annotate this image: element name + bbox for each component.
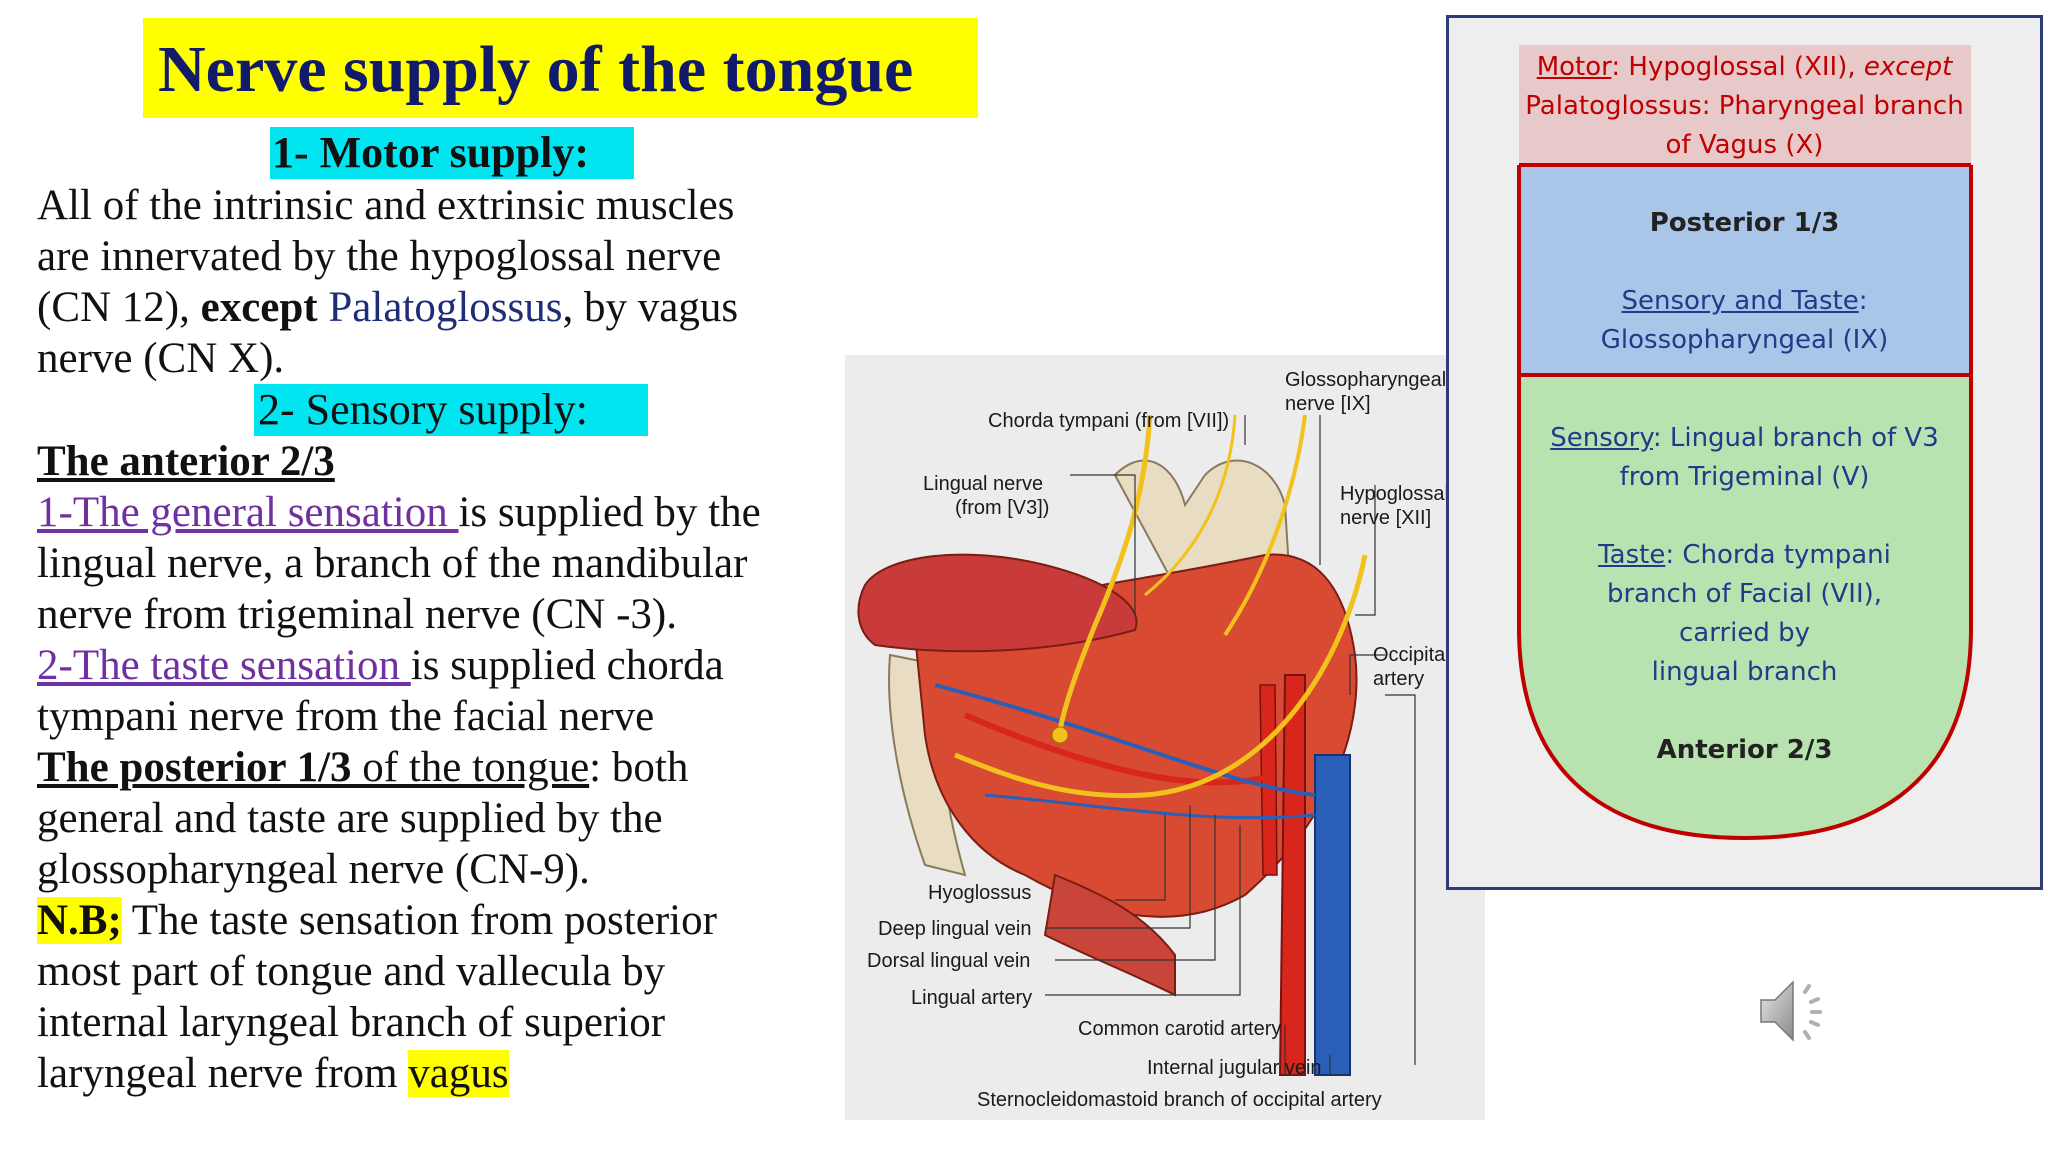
glossopharyngeal-nerve-path <box>1223 414 1307 637</box>
diagram-motor-line-3: of Vagus (X) <box>1665 130 1824 160</box>
anterior-heading: The anterior 2/3 <box>37 438 335 485</box>
diagram-motor-text: : Hypoglossal (XII), <box>1611 52 1864 82</box>
posterior-line: The posterior 1/3 of the tongue: both <box>37 742 688 793</box>
diagram-anterior-taste-line2: branch of Facial (VII), <box>1606 579 1883 609</box>
diagram-posterior-sense-value: Glossopharyngeal (IX) <box>1600 325 1889 355</box>
motor-supply-heading-box: 1- Motor supply: <box>270 127 634 179</box>
taste-line-2: tympani nerve from the facial nerve <box>37 693 655 740</box>
internal-jugular-vein-shape <box>1314 754 1351 1076</box>
diagram-anterior-sensory-line2: from Trigeminal (V) <box>1619 462 1870 492</box>
taste-sensation-rest: is supplied chorda <box>410 642 724 689</box>
diagram-anterior-title: Anterior 2/3 <box>1656 735 1833 765</box>
general-line-3: nerve from trigeminal nerve (CN -3). <box>37 591 677 638</box>
nb-label: N.B; <box>37 897 122 944</box>
label-hyoglossus: Hyoglossus <box>928 882 1032 904</box>
posterior-underline: of the tongue <box>351 744 590 791</box>
nb-line-3: internal laryngeal branch of superior <box>37 999 666 1046</box>
diagram-posterior-sense-label: Sensory and Taste <box>1621 286 1859 316</box>
diagram-anterior-taste-label: Taste <box>1598 540 1666 570</box>
motor-line-4: nerve (CN X). <box>37 335 285 382</box>
diagram-motor-except: except <box>1863 52 1953 82</box>
posterior-rest: : both <box>589 744 689 791</box>
nb-line: N.B; The taste sensation from posterior <box>37 895 717 946</box>
dorsal-lingual-vein-path <box>984 793 1316 820</box>
leader-lines <box>1045 415 1416 1075</box>
motor-region <box>1519 45 1971 179</box>
diagram-posterior-sense: Sensory and Taste: <box>1449 282 2040 321</box>
taste-sensation-line: 2-The taste sensation is supplied chorda <box>37 640 724 691</box>
tongue-outline <box>1517 165 1973 841</box>
label-glossopharyngeal: Glossopharyngeal <box>1285 369 1447 391</box>
general-sensation-link[interactable]: 1-The general sensation <box>37 489 459 536</box>
nb-last-pre: laryngeal nerve from <box>37 1050 409 1097</box>
motor-line-1: All of the intrinsic and extrinsic muscl… <box>37 182 735 229</box>
general-line-2: lingual nerve, a branch of the mandibula… <box>37 540 748 587</box>
label-occipital: Occipital <box>1373 644 1450 666</box>
nb-rest: The taste sensation from posterior <box>121 897 717 944</box>
chorda-tympani-path <box>1144 414 1237 597</box>
motor-line-3-pre: (CN 12), <box>37 284 201 331</box>
tongue-innervation-diagram: Motor: Hypoglossal (XII), except Palatog… <box>1446 15 2043 890</box>
diagram-anterior-sensory: Sensory: Lingual branch of V3 <box>1449 419 2040 458</box>
general-sensation-line: 1-The general sensation is supplied by t… <box>37 487 761 538</box>
diagram-motor-label: Motor <box>1536 52 1612 82</box>
diagram-posterior-title: Posterior 1/3 <box>1649 208 1840 238</box>
motor-line-3: (CN 12), except Palatoglossus, by vagus <box>37 282 738 333</box>
slide-title: Nerve supply of the tongue <box>158 33 914 106</box>
label-lingual-artery: Lingual artery <box>911 987 1033 1009</box>
diagram-anterior-taste-line3: carried by <box>1678 618 1811 648</box>
label-lingual-nerve-2: (from [V3]) <box>955 497 1050 519</box>
label-occipital-2: artery <box>1373 668 1425 690</box>
posterior-line-2: general and taste are supplied by the <box>37 795 663 842</box>
nb-line-2: most part of tongue and vallecula by <box>37 948 666 995</box>
motor-supply-heading: 1- Motor supply: <box>272 128 589 177</box>
speaker-icon-graphic <box>1760 980 1822 1042</box>
diagram-anterior-taste: Taste: Chorda tympani <box>1449 536 2040 575</box>
diagram-posterior-sense-colon: : <box>1858 286 1868 316</box>
label-internal-jugular: Internal jugular vein <box>1147 1057 1322 1079</box>
diagram-motor-line-1: Motor: Hypoglossal (XII), except <box>1449 48 2040 87</box>
label-hypoglossal: Hypoglossal <box>1340 483 1449 505</box>
except-word: except <box>200 284 318 331</box>
label-hypoglossal-2: nerve [XII] <box>1340 507 1432 529</box>
motor-line-3-post: , by vagus <box>562 284 739 331</box>
label-deep-lingual-vein: Deep lingual vein <box>878 918 1032 940</box>
label-dorsal-lingual-vein: Dorsal lingual vein <box>867 950 1031 972</box>
label-chorda-tympani: Chorda tympani (from [VII]) <box>988 410 1230 432</box>
posterior-line-3: glossopharyngeal nerve (CN-9). <box>37 846 590 893</box>
general-sensation-rest: is supplied by the <box>458 489 761 536</box>
hyoglossus-shape <box>1043 873 1176 997</box>
motor-line-2: are innervated by the hypoglossal nerve <box>37 233 722 280</box>
hypoglossal-nerve-path <box>954 554 1368 799</box>
slide-title-box: Nerve supply of the tongue <box>143 18 978 118</box>
speaker-icon[interactable] <box>1755 970 1835 1050</box>
label-glossopharyngeal-2: nerve [IX] <box>1285 393 1371 415</box>
tongue-dorsum-shape <box>857 553 1138 653</box>
tongue-anatomy-figure: Glossopharyngeal nerve [IX] Chorda tympa… <box>845 355 1485 1120</box>
posterior-heading: The posterior 1/3 <box>37 744 352 791</box>
palatoglossus-word: Palatoglossus <box>317 284 563 331</box>
posterior-region <box>1519 165 1971 377</box>
submandibular-ganglion-dot <box>1051 726 1069 744</box>
nb-line-4: laryngeal nerve from vagus <box>37 1048 509 1099</box>
diagram-motor-line-2: Palatoglossus: Pharyngeal branch <box>1525 91 1964 121</box>
vagus-highlight: vagus <box>408 1050 509 1097</box>
lingual-nerve-path <box>1057 414 1153 731</box>
anatomy-illustration <box>857 414 1416 1076</box>
diagram-anterior-sensory-label: Sensory <box>1550 423 1653 453</box>
label-scm-branch: Sternocleidomastoid branch of occipital … <box>977 1089 1382 1111</box>
label-lingual-nerve: Lingual nerve <box>923 473 1044 495</box>
sensory-heading-text: 2- Sensory supply: <box>258 385 588 434</box>
diagram-anterior-taste-text: : Chorda tympani <box>1665 540 1891 570</box>
label-common-carotid: Common carotid artery <box>1078 1018 1282 1040</box>
taste-sensation-link[interactable]: 2-The taste sensation <box>37 642 411 689</box>
tongue-diagram-shape <box>1517 45 1973 841</box>
diagram-anterior-taste-line4: lingual branch <box>1651 657 1838 687</box>
diagram-anterior-sensory-text: : Lingual branch of V3 <box>1652 423 1939 453</box>
sensory-supply-heading-box: 2- Sensory supply: <box>254 384 648 436</box>
anterior-region <box>1519 375 1971 838</box>
deep-lingual-vein-path <box>934 683 1316 797</box>
common-carotid-shape <box>1278 674 1306 1076</box>
